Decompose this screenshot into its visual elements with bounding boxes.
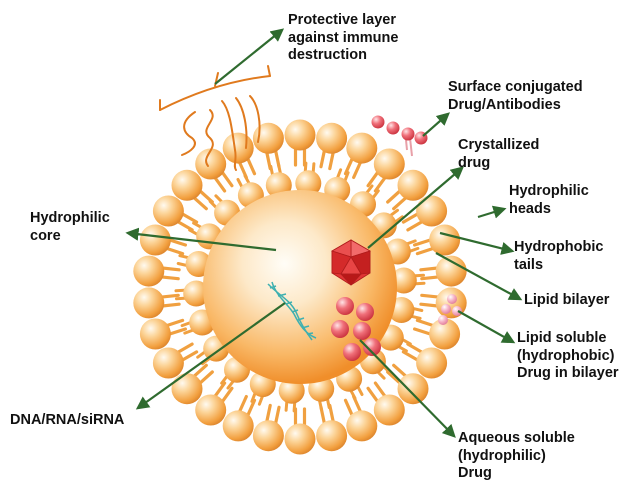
outer-lipid-head (172, 373, 203, 404)
label-surface-conjugated: Surface conjugated Drug/Antibodies (448, 79, 583, 114)
arrow-hydrophilic-heads (478, 209, 504, 217)
label-hydrophilic-heads: Hydrophilic heads (509, 183, 589, 218)
label-lipid-bilayer: Lipid bilayer (524, 292, 609, 310)
outer-lipid-head (140, 225, 171, 256)
outer-lipid-head (253, 420, 284, 451)
arrow-surface-conjugated (423, 114, 448, 136)
outer-lipid-head (153, 196, 184, 227)
label-lipid-soluble-drug: Lipid soluble (hydrophobic) Drug in bila… (517, 330, 619, 383)
outer-lipid-head (223, 133, 254, 164)
label-crystallized-drug: Crystallized drug (458, 137, 539, 172)
outer-lipid-head (133, 287, 164, 318)
label-aqueous-soluble-drug: Aqueous soluble (hydrophilic) Drug (458, 430, 575, 483)
outer-lipid-head (346, 410, 377, 441)
outer-lipid-head (374, 395, 405, 426)
outer-lipid-head (153, 348, 184, 379)
label-hydrophilic-core: Hydrophilic core (30, 210, 110, 245)
outer-lipid-head (398, 373, 429, 404)
outer-lipid-head (316, 420, 347, 451)
label-protective-layer: Protective layer against immune destruct… (288, 12, 398, 65)
outer-lipid-head (172, 170, 203, 201)
arrow-lipid-soluble-drug (458, 311, 513, 342)
label-hydrophobic-tails: Hydrophobic tails (514, 239, 603, 274)
outer-lipid-head (140, 319, 171, 350)
outer-lipid-head (195, 149, 226, 180)
outer-lipid-head (398, 170, 429, 201)
outer-lipid-head (429, 225, 460, 256)
outer-lipid-head (285, 424, 316, 455)
arrow-protective-layer (215, 30, 282, 84)
outer-lipid-head (416, 348, 447, 379)
outer-lipid-head (253, 123, 284, 154)
outer-lipid-head (223, 410, 254, 441)
outer-lipid-head (285, 120, 316, 151)
outer-lipid-head (374, 149, 405, 180)
outer-lipid-head (195, 395, 226, 426)
outer-lipid-head (346, 133, 377, 164)
outer-lipid-head (416, 196, 447, 227)
outer-lipid-head (316, 123, 347, 154)
outer-lipid-head (133, 256, 164, 287)
label-dna-rna-sirna: DNA/RNA/siRNA (10, 412, 124, 430)
conjugated-antibody-icon (372, 116, 428, 157)
